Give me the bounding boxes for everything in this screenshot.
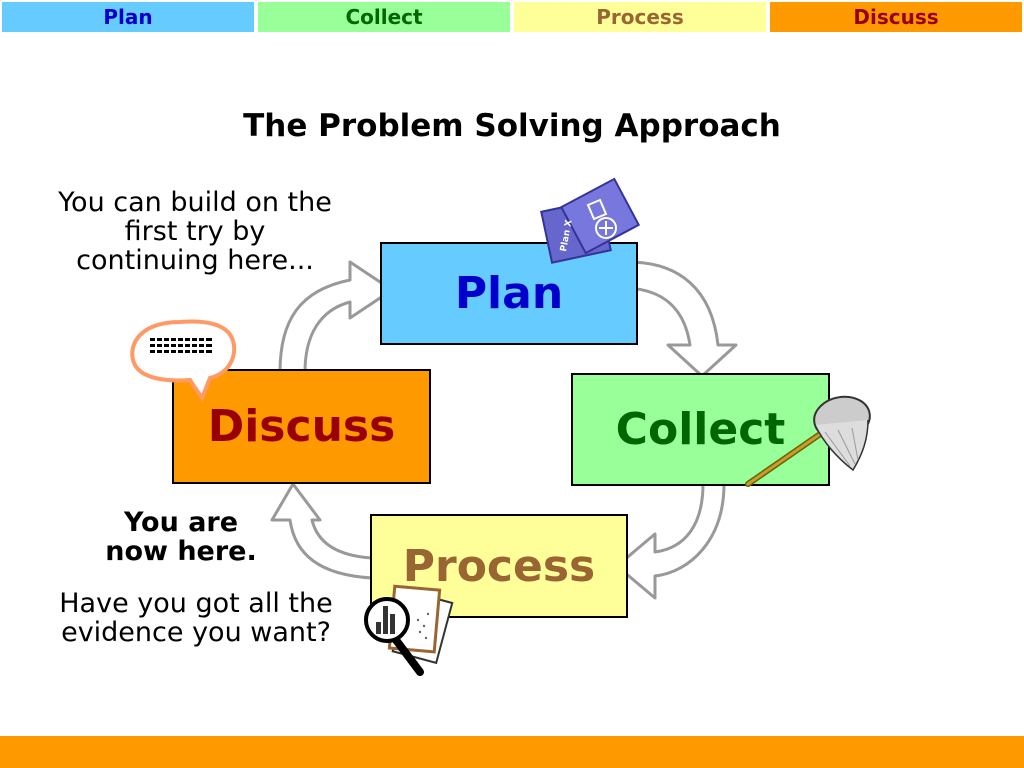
- note-you-are-here-line1: You are: [123, 507, 239, 538]
- speech-bubble-icon: [130, 319, 237, 403]
- butterfly-net-icon: [745, 395, 871, 487]
- arrow-discuss-to-plan: [278, 260, 394, 374]
- note-you-are-here-line2: now here.: [105, 536, 257, 567]
- tab-collect[interactable]: Collect: [258, 2, 510, 32]
- tab-discuss[interactable]: Discuss: [770, 2, 1022, 32]
- magnifier-chart-icon: [364, 584, 454, 676]
- stage-box-collect: Collect: [571, 373, 830, 486]
- stage-box-plan: Plan: [380, 242, 638, 345]
- stage-tab-bar: Plan Collect Process Discuss: [0, 0, 1024, 34]
- note-evidence: Have you got all the evidence you want?: [59, 588, 333, 648]
- stage-box-discuss: Discuss: [172, 369, 431, 484]
- note-you-are-here: You are now here.: [70, 508, 292, 566]
- tab-plan[interactable]: Plan: [2, 2, 254, 32]
- note-build-on: You can build on the first try by contin…: [58, 187, 332, 276]
- plan-document-icon: Plan X: [540, 177, 641, 264]
- slide-title: The Problem Solving Approach: [243, 108, 781, 144]
- arrow-collect-to-process: [615, 482, 726, 600]
- arrow-plan-to-collect: [626, 260, 738, 378]
- tab-process[interactable]: Process: [514, 2, 766, 32]
- bottom-bar: [0, 736, 1024, 768]
- arrow-process-to-discuss: [270, 482, 374, 580]
